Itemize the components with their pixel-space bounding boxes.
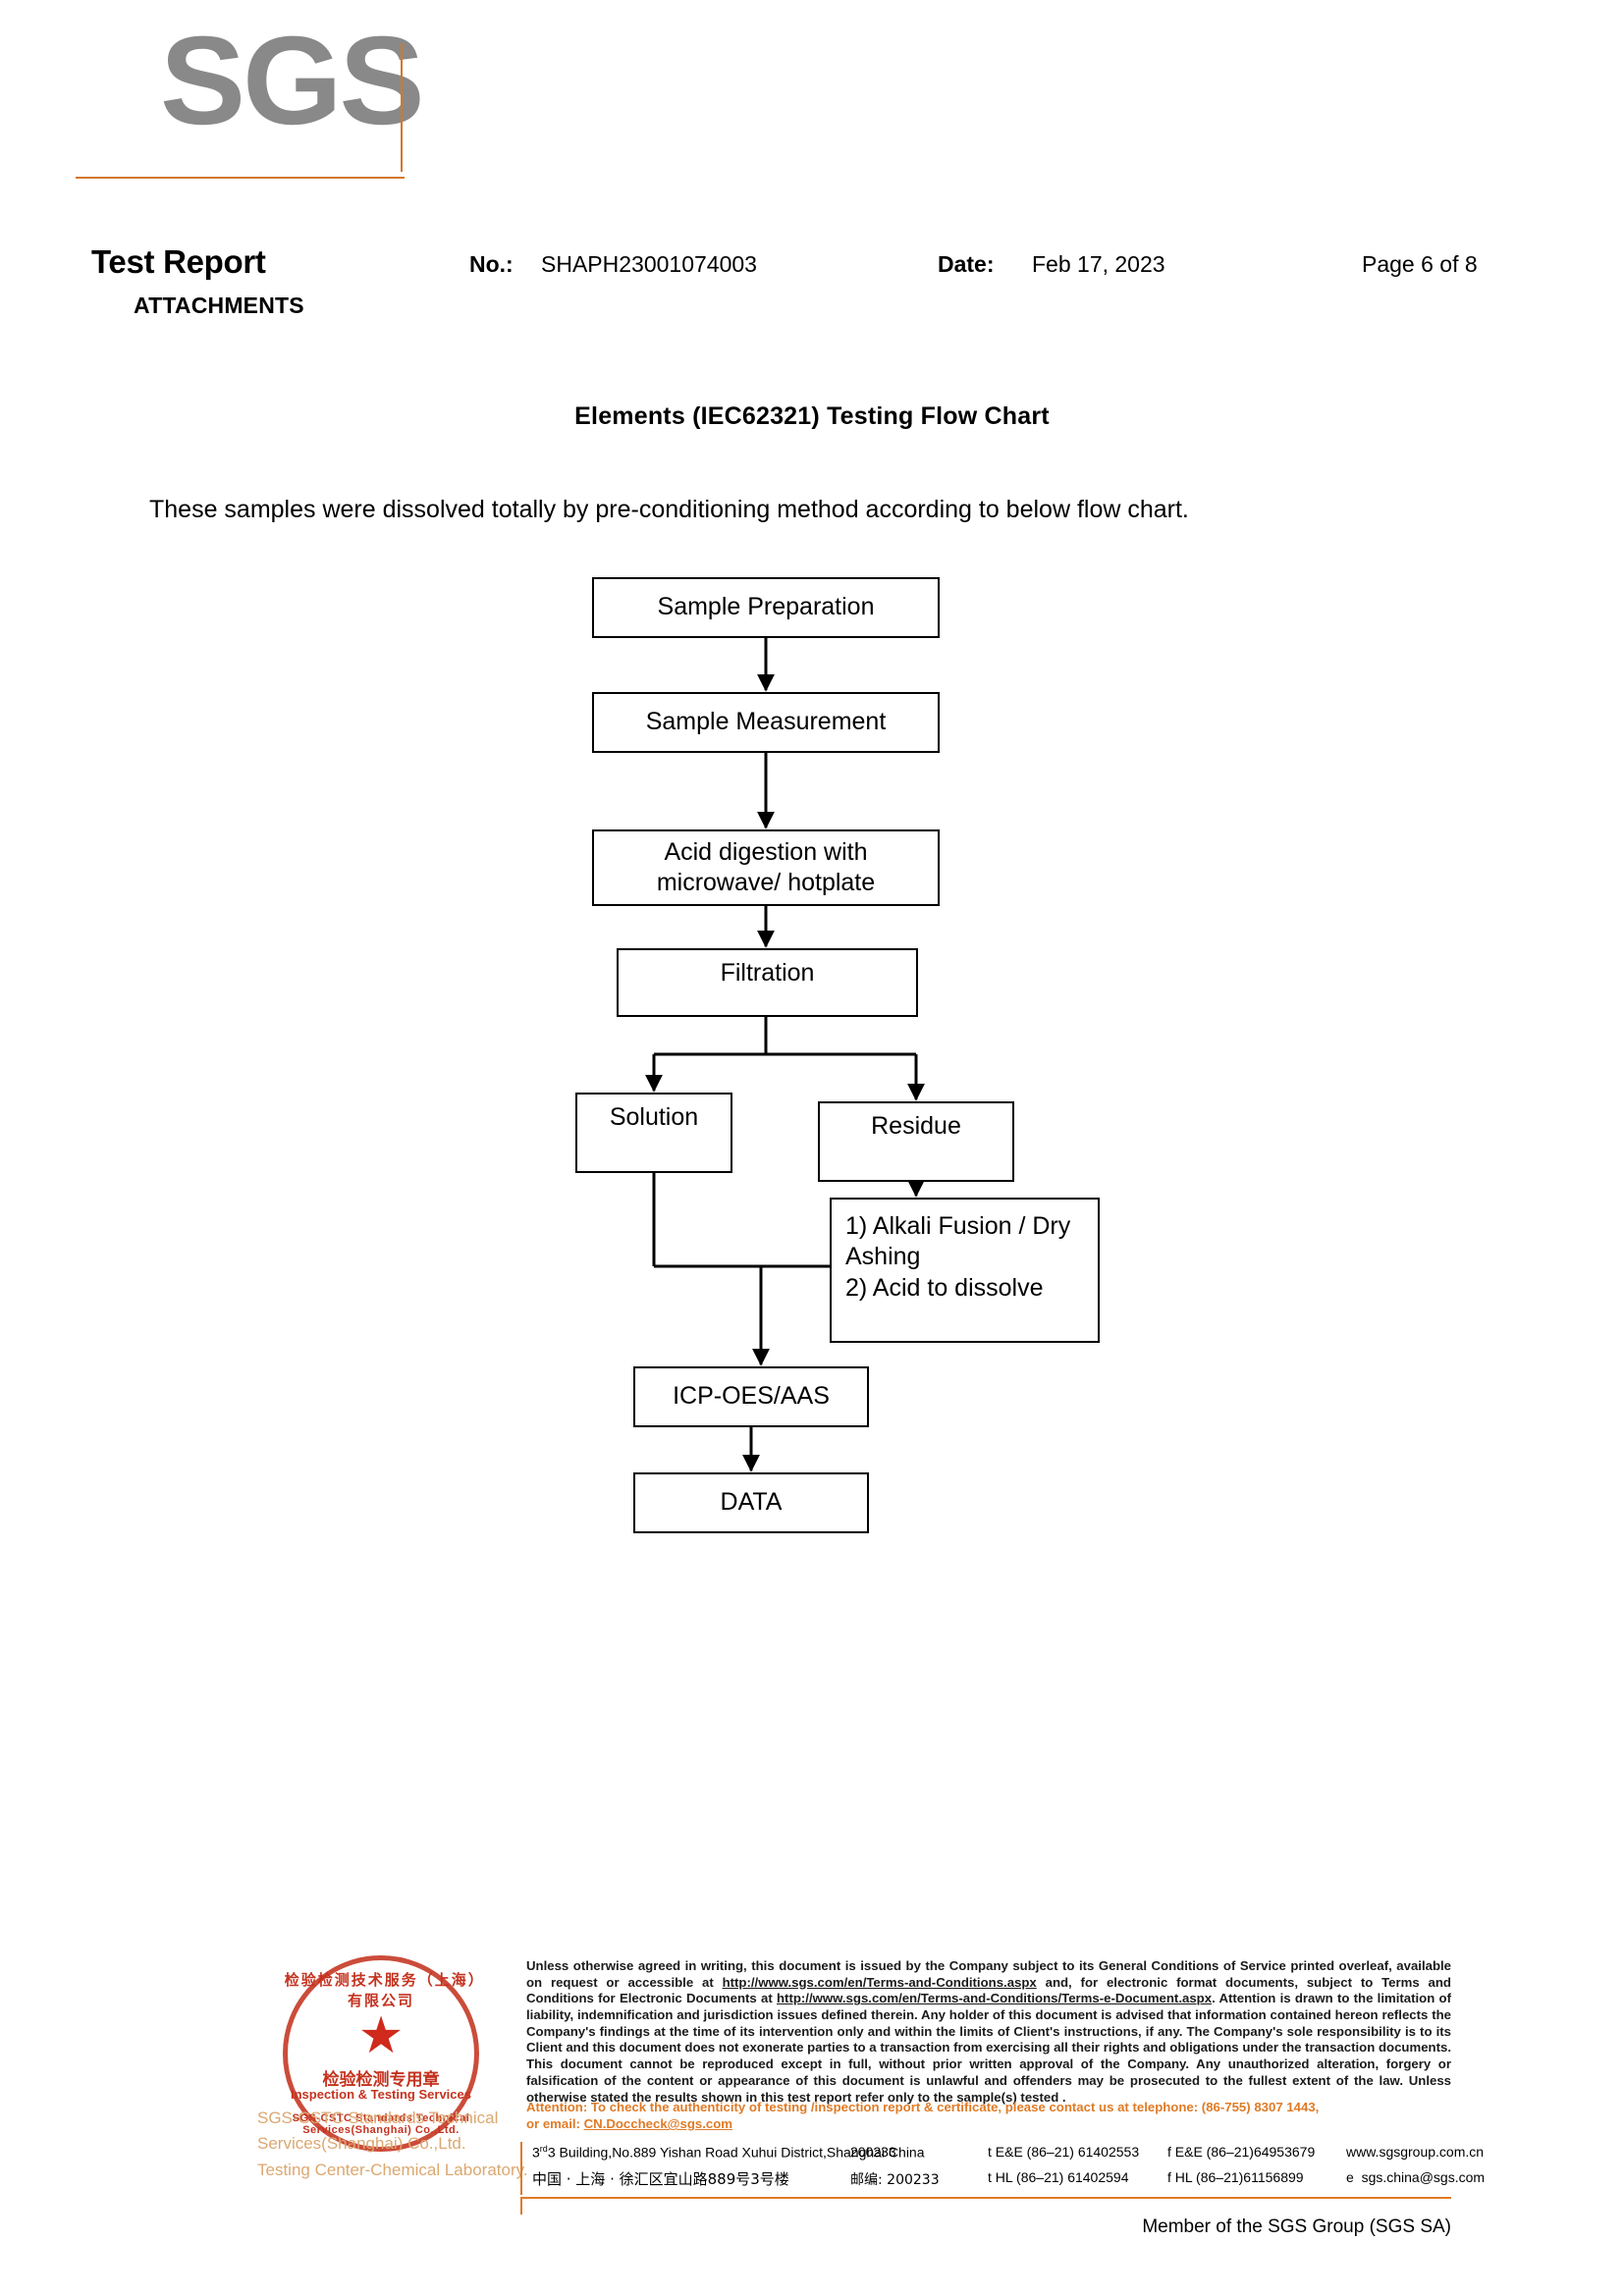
seal-ring bbox=[283, 1955, 479, 2152]
watermark-line-1: SGS-CSTC Standards Technical Services(Sh… bbox=[257, 2109, 499, 2154]
section-title: Elements (IEC62321) Testing Flow Chart bbox=[574, 402, 1050, 430]
flow-node-sample-measurement: Sample Measurement bbox=[592, 692, 940, 753]
seal-english-text: Inspection & Testing Services bbox=[291, 2087, 471, 2102]
legal-text-part-2: and, for electronic format documents, su… bbox=[526, 1974, 1451, 2006]
flow-node-filtration: Filtration bbox=[617, 948, 918, 1017]
telephone-hl: t HL (86–21) 61402594 bbox=[988, 2169, 1129, 2185]
fax-ee: f E&E (86–21)64953679 bbox=[1167, 2144, 1316, 2160]
member-of-sgs-group: Member of the SGS Group (SGS SA) bbox=[1142, 2216, 1451, 2237]
address-street-en-text: 3 Building,No.889 Yishan Road Xuhui Dist… bbox=[547, 2144, 925, 2161]
sgs-logo: SGS bbox=[76, 19, 425, 199]
address-street-cn: 中国 · 上海 · 徐汇区宜山路889号3号楼 bbox=[532, 2170, 789, 2188]
flow-node-sample-preparation: Sample Preparation bbox=[592, 577, 940, 638]
intro-paragraph: These samples were dissolved totally by … bbox=[149, 496, 1189, 523]
website-link[interactable]: www.sgsgroup.com.cn bbox=[1346, 2144, 1485, 2160]
attention-email-prefix: or email: bbox=[526, 2116, 584, 2132]
company-seal-stamp: 检验检测技术服务（上海）有限公司 ★ 检验检测专用章 Inspection & … bbox=[283, 1955, 479, 2152]
ordinal-suffix: rd bbox=[539, 2144, 548, 2154]
email-prefix: e bbox=[1346, 2169, 1354, 2185]
attention-line-2: or email: CN.Doccheck@sgs.com bbox=[526, 2115, 1451, 2132]
logo-wordmark: SGS bbox=[160, 11, 425, 151]
flow-node-acid-digestion: Acid digestion with microwave/ hotplate bbox=[592, 829, 940, 906]
star-icon: ★ bbox=[357, 2007, 405, 2064]
address-block: 3rd3 Building,No.889 Yishan Road Xuhui D… bbox=[526, 2142, 1485, 2195]
seal-arc-top-text: 检验检测技术服务（上海）有限公司 bbox=[284, 1971, 478, 2009]
report-date-value: Feb 17, 2023 bbox=[1032, 251, 1165, 277]
seal-arc-bottom-text: SGS-CSTC Standards Technical Services(Sh… bbox=[292, 2112, 470, 2136]
fax-hl: f HL (86–21)61156899 bbox=[1167, 2169, 1304, 2185]
page-title: Test Report bbox=[91, 243, 266, 280]
telephone-ee: t E&E (86–21) 61402553 bbox=[988, 2144, 1140, 2160]
attention-notice: Attention: To check the authenticity of … bbox=[526, 2099, 1451, 2132]
address-corner-tick bbox=[520, 2197, 522, 2215]
attention-line-1: Attention: To check the authenticity of … bbox=[526, 2100, 1320, 2114]
flow-node-data: DATA bbox=[633, 1472, 869, 1533]
address-row-chinese: 中国 · 上海 · 徐汇区宜山路889号3号楼 邮编: 200233 t HL … bbox=[526, 2167, 1485, 2193]
logo-horizontal-rule bbox=[76, 177, 405, 179]
terms-e-document-link[interactable]: http://www.sgs.com/en/Terms-and-Conditio… bbox=[777, 1991, 1213, 2006]
flow-node-solution: Solution bbox=[575, 1093, 732, 1173]
address-row-english: 3rd3 Building,No.889 Yishan Road Xuhui D… bbox=[526, 2142, 1484, 2167]
report-no-value: SHAPH23001074003 bbox=[541, 251, 757, 277]
flow-node-icp-oes-aas: ICP-OES/AAS bbox=[633, 1366, 869, 1427]
address-street-en: 3rd3 Building,No.889 Yishan Road Xuhui D… bbox=[532, 2144, 925, 2161]
flow-node-alkali-fusion: 1) Alkali Fusion / Dry Ashing 2) Acid to… bbox=[830, 1198, 1100, 1343]
legal-text-part-1: Unless otherwise agreed in writing, this… bbox=[526, 1958, 1451, 1990]
email-link[interactable]: e sgs.china@sgs.com bbox=[1346, 2169, 1485, 2185]
address-bottom-rule bbox=[520, 2197, 1451, 2199]
address-zip-en: 200233 bbox=[850, 2144, 896, 2160]
report-subtitle: ATTACHMENTS bbox=[134, 293, 304, 318]
flow-node-residue: Residue bbox=[818, 1101, 1014, 1182]
page-number: Page 6 of 8 bbox=[1362, 251, 1478, 277]
legal-text-part-3: . Attention is drawn to the limitation o… bbox=[526, 1991, 1451, 2105]
report-date-label: Date: bbox=[938, 251, 995, 277]
address-divider-left bbox=[520, 2142, 522, 2195]
watermark-text: SGS-CSTC Standards Technical Services(Sh… bbox=[257, 2106, 581, 2183]
legal-disclaimer: Unless otherwise agreed in writing, this… bbox=[526, 1958, 1451, 2106]
terms-conditions-link[interactable]: http://www.sgs.com/en/Terms-and-Conditio… bbox=[722, 1974, 1037, 1990]
watermark-line-2: Testing Center-Chemical Laboratory. bbox=[257, 2160, 528, 2179]
email-address: sgs.china@sgs.com bbox=[1361, 2169, 1486, 2185]
report-no-label: No.: bbox=[469, 251, 514, 277]
logo-vertical-rule bbox=[401, 43, 403, 172]
report-header-row: Test Report No.: SHAPH23001074003 Date: … bbox=[0, 243, 1624, 289]
seal-chinese-text: 检验检测专用章 bbox=[322, 2070, 440, 2090]
doccheck-email-link[interactable]: CN.Doccheck@sgs.com bbox=[583, 2116, 733, 2132]
address-zip-cn: 邮编: 200233 bbox=[850, 2172, 940, 2188]
